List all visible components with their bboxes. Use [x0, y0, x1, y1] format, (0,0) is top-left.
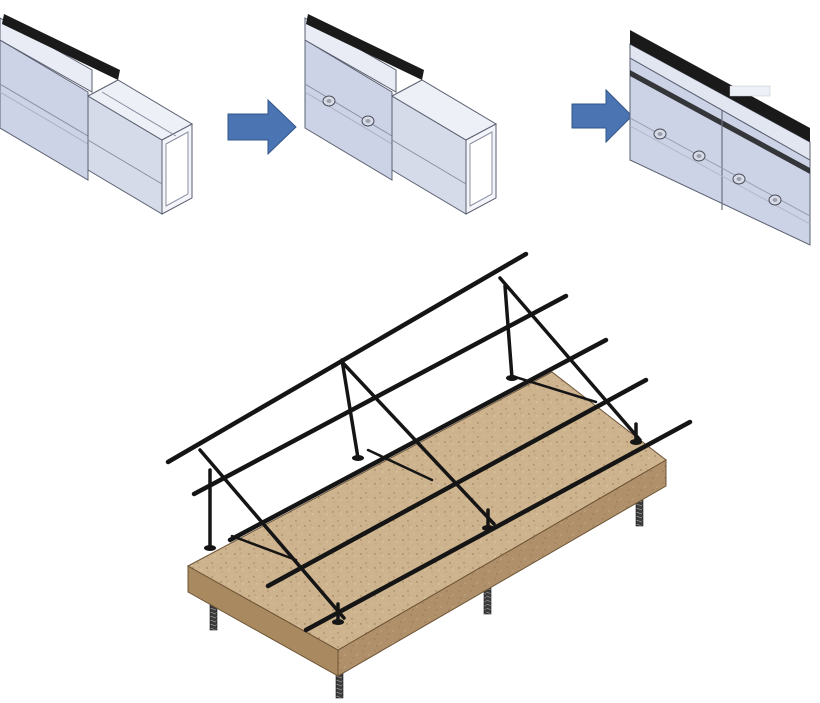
rail-seal — [2, 14, 120, 80]
bolt-icon — [768, 194, 782, 206]
bolt-icon — [732, 173, 746, 185]
mounting-assembly — [165, 251, 693, 699]
bolt-icon — [653, 128, 667, 140]
rail-seal — [630, 30, 810, 142]
rail-step-2-bolted-end — [304, 14, 498, 215]
foot-plate — [204, 375, 642, 625]
rail-top — [629, 43, 811, 161]
rail-left-top — [0, 17, 93, 93]
rail-step-3-spliced — [629, 30, 811, 246]
arrow-right-icon — [227, 98, 297, 156]
bolt-icon — [692, 150, 706, 162]
bolt-icon — [361, 115, 375, 127]
arrow-right-icon — [571, 88, 633, 144]
base-slab-top — [186, 371, 667, 651]
rail-step-1-unjoined — [0, 14, 194, 215]
rail-seal — [306, 14, 424, 80]
bolt-icon — [322, 95, 336, 107]
mounting-rail — [165, 251, 693, 633]
